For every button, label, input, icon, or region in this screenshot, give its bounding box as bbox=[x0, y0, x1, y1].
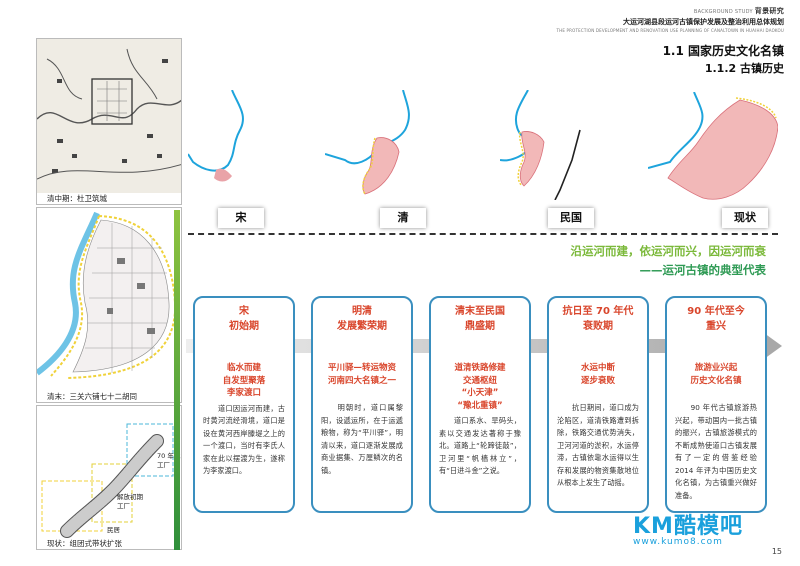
period-title: 90 年代至今 重兴 bbox=[667, 304, 765, 334]
feature-line: 历史文化名镇 bbox=[690, 375, 742, 386]
period-card-war-decline: 抗日至 70 年代 衰败期 水运中断 逐步衰败 抗日期间，道口成为沦陷区，道清铁… bbox=[547, 296, 649, 513]
period-title: 宋 初始期 bbox=[195, 304, 293, 334]
era-label-current: 现状 bbox=[722, 208, 768, 228]
qing-era-map bbox=[325, 90, 410, 195]
period-card-90s-revival: 90 年代至今 重兴 旅游业兴起 历史文化名镇 90 年代古镇旅游热兴起，带动国… bbox=[665, 296, 767, 513]
label-residence: 民居 bbox=[107, 526, 120, 534]
header-title-en: THE PROTECTION DEVELOPMENT AND RENOVATIO… bbox=[556, 28, 784, 33]
period-stage: 衰败期 bbox=[583, 321, 613, 332]
qing-mid-map-image: 清中期：杜卫筑城 bbox=[36, 38, 182, 205]
period-title: 抗日至 70 年代 衰败期 bbox=[549, 304, 647, 334]
decorative-green-bar bbox=[174, 210, 180, 550]
period-features: 水运中断 逐步衰败 bbox=[549, 362, 647, 387]
period-card-ming-qing: 明清 发展繁荣期 平川驿—转运物资 河南四大名镇之一 明朝时，道口属黎阳，设遞运… bbox=[311, 296, 413, 513]
period-name: 90 年代至今 bbox=[687, 306, 745, 317]
feature-line: 道清铁路修建 bbox=[454, 363, 506, 373]
header-tag: BACKGROUND STUDY 背景研究 bbox=[556, 6, 784, 16]
period-stage: 鼎盛期 bbox=[465, 321, 495, 332]
period-description: 道口系水、旱码头，素以交通发达著称于豫北。道路上“轮蹄徒敲”，卫河里“帆樯林立”… bbox=[439, 416, 521, 475]
period-stage: 重兴 bbox=[706, 321, 726, 332]
section-title: 1.1 国家历史文化名镇 bbox=[662, 44, 784, 58]
label-factory-70s: 70 年代工厂 bbox=[157, 452, 181, 469]
period-features: 临水而建 自发型聚落 李家渡口 bbox=[195, 362, 293, 400]
feature-line: 临水而建 bbox=[226, 363, 261, 373]
subsection-title: 1.1.2 古镇历史 bbox=[704, 62, 784, 75]
watermark-brand: KM酷模吧 bbox=[633, 514, 743, 539]
period-stage: 发展繁荣期 bbox=[337, 321, 387, 332]
feature-line: 平川驿—转运物资 bbox=[327, 363, 396, 373]
period-features: 平川驿—转运物资 河南四大名镇之一 bbox=[313, 362, 411, 387]
feature-line: 李家渡口 bbox=[226, 388, 261, 398]
feature-line: “豫北重镇” bbox=[457, 400, 503, 411]
current-map-image: 70 年代工厂 解放初期工厂 民居 现状：组团式带状扩张 bbox=[36, 405, 182, 550]
header-tag-cn: 背景研究 bbox=[754, 7, 784, 15]
period-description: 抗日期间，道口成为沦陷区，道清铁路遭到拆除，铁路交通优势消失，卫河河道的淤积，水… bbox=[557, 403, 639, 487]
period-title: 清末至民国 鼎盛期 bbox=[431, 304, 529, 334]
period-name: 抗日至 70 年代 bbox=[562, 306, 634, 317]
header-title: 大运河湖县段运河古镇保护发展及整治利用总体规划 bbox=[623, 18, 784, 26]
feature-line: 交通枢纽 bbox=[462, 375, 497, 386]
feature-line: “小天津” bbox=[461, 388, 499, 398]
period-stage: 初始期 bbox=[229, 321, 259, 332]
period-features: 道清铁路修建 交通枢纽 “小天津” “豫北重镇” bbox=[431, 362, 529, 412]
era-label-song: 宋 bbox=[218, 208, 264, 228]
period-card-song: 宋 初始期 临水而建 自发型聚落 李家渡口 道口因运河而建，古时黄河流经滑境，道… bbox=[193, 296, 295, 513]
feature-line: 自发型聚落 bbox=[222, 375, 266, 386]
header-tag-en: BACKGROUND STUDY bbox=[693, 9, 753, 15]
current-era-map bbox=[648, 92, 778, 200]
period-name: 明清 bbox=[352, 306, 372, 317]
feature-line: 河南四大名镇之一 bbox=[327, 375, 396, 386]
divider-dashed bbox=[188, 233, 778, 235]
song-era-map bbox=[188, 90, 244, 182]
period-features: 旅游业兴起 历史文化名镇 bbox=[667, 362, 765, 387]
page-number: 15 bbox=[771, 547, 782, 556]
qing-late-map-image: 清末：三关六铺七十二胡同 bbox=[36, 207, 182, 403]
slogan-line-1: 沿运河而建，依运河而兴，因运河而衰 bbox=[570, 244, 767, 258]
feature-line: 水运中断 bbox=[580, 363, 615, 373]
watermark-logo: KM酷模吧 www.kumo8.com bbox=[633, 508, 743, 547]
header: BACKGROUND STUDY 背景研究 大运河湖县段运河古镇保护发展及整治利… bbox=[556, 6, 784, 33]
feature-line: 逐步衰败 bbox=[580, 375, 615, 386]
watermark-url: www.kumo8.com bbox=[633, 537, 723, 547]
period-name: 宋 bbox=[239, 306, 249, 317]
image-caption: 现状：组团式带状扩张 bbox=[37, 538, 181, 549]
era-label-qing: 清 bbox=[380, 208, 426, 228]
period-description: 明朝时，道口属黎阳，设遞运所，在于运遞粮物，称为“平川驿”，明清以来，道口逐渐发… bbox=[321, 403, 403, 475]
period-card-late-qing-republic: 清末至民国 鼎盛期 道清铁路修建 交通枢纽 “小天津” “豫北重镇” 道口系水、… bbox=[429, 296, 531, 513]
feature-line: 旅游业兴起 bbox=[694, 363, 738, 373]
period-description: 道口因运河而建，古时黄河流经滑境，道口是设在黄河西岸滕堤之上的一个渡口，当时有李… bbox=[203, 403, 285, 476]
period-description: 90 年代古镇旅游热兴起，带动国内一批古镇的振兴，古镇旅游模式的不断成熟使道口古… bbox=[675, 403, 757, 500]
timeline-arrowhead bbox=[764, 333, 782, 359]
period-name: 清末至民国 bbox=[455, 306, 505, 317]
image-caption: 清末：三关六铺七十二胡同 bbox=[37, 391, 181, 402]
slogan-line-2: ——运河古镇的典型代表 bbox=[639, 263, 767, 277]
image-caption: 清中期：杜卫筑城 bbox=[37, 193, 181, 204]
period-title: 明清 发展繁荣期 bbox=[313, 304, 411, 334]
label-factory-liberation: 解放初期工厂 bbox=[117, 493, 143, 510]
republic-era-map bbox=[500, 90, 581, 200]
era-label-republic: 民国 bbox=[548, 208, 594, 228]
